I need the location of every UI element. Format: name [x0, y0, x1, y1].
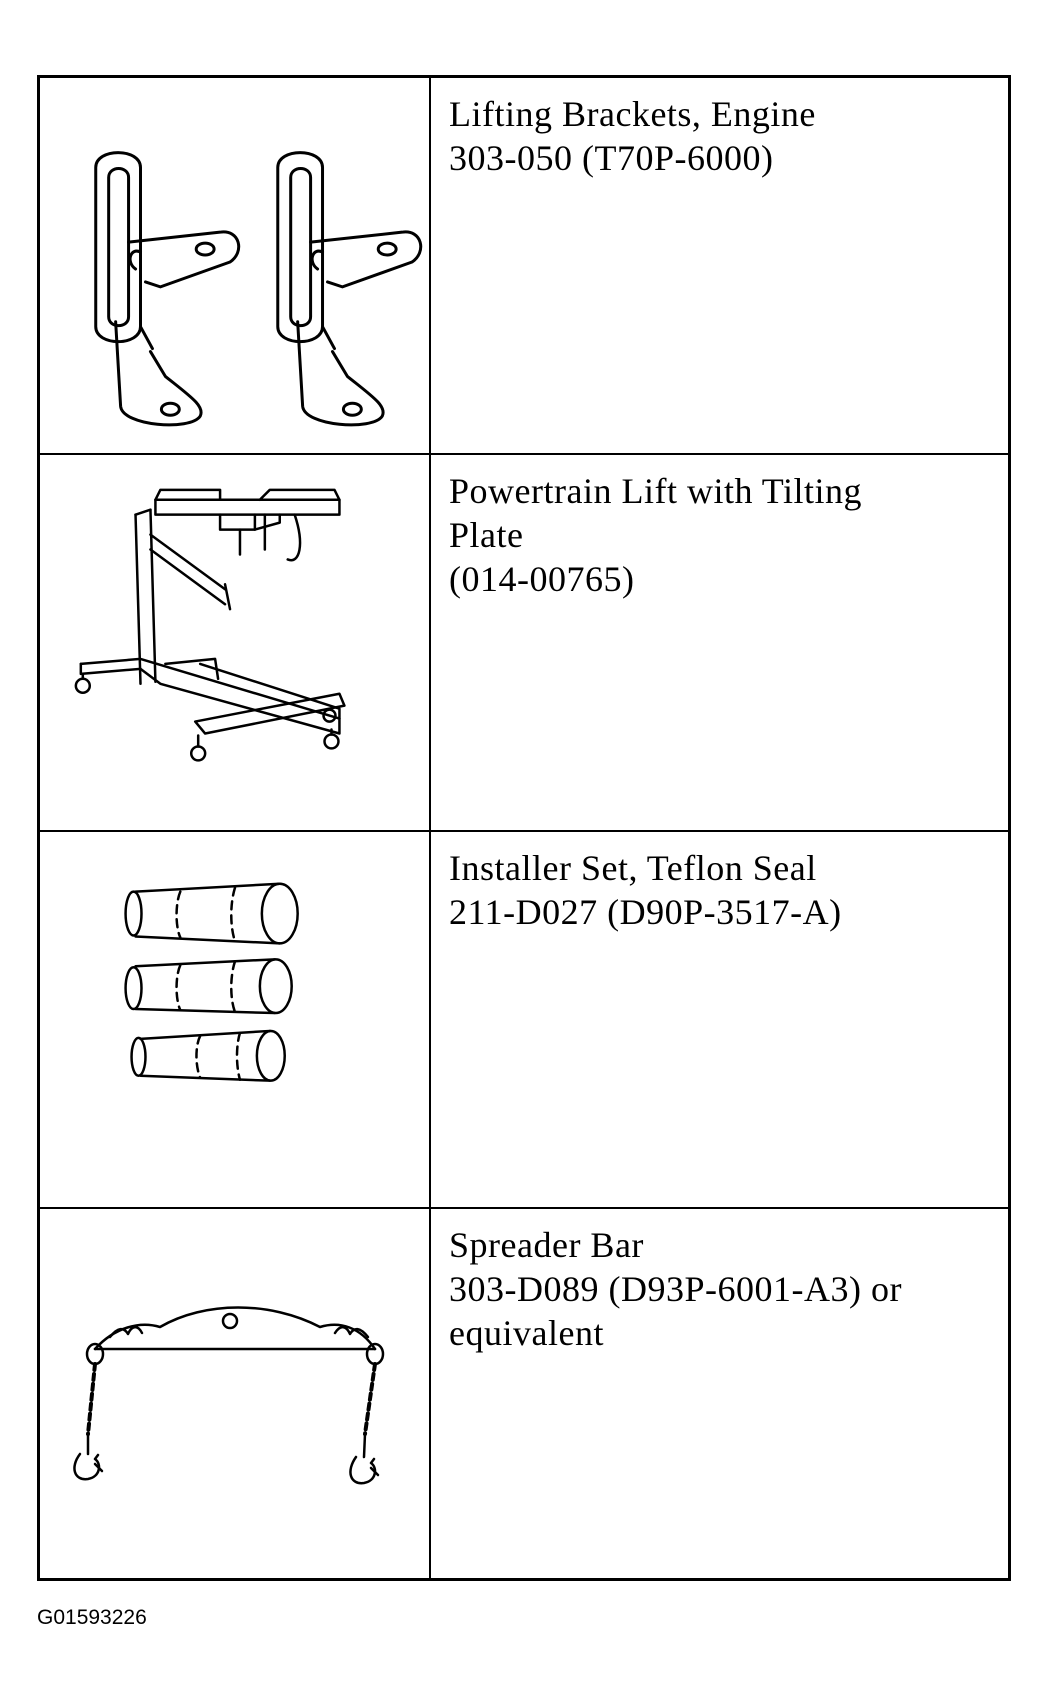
tool-description: Spreader Bar 303-D089 (D93P-6001-A3) or …: [433, 1209, 1008, 1578]
tool-illustration-cell: [40, 78, 431, 453]
powertrain-lift-icon: [40, 455, 429, 830]
tool-row-installer-set: Installer Set, Teflon Seal 211-D027 (D90…: [40, 832, 1008, 1209]
engine-lifting-brackets-icon: [40, 78, 429, 453]
tool-name-continued: Plate: [449, 515, 524, 555]
spreader-bar-icon: [40, 1209, 429, 1578]
special-tools-table: Lifting Brackets, Engine 303-050 (T70P-6…: [37, 75, 1011, 1581]
tool-name: Lifting Brackets, Engine: [449, 94, 816, 134]
teflon-seal-installer-set-icon: [40, 832, 429, 1207]
tool-name: Spreader Bar: [449, 1225, 644, 1265]
tool-row-lifting-brackets: Lifting Brackets, Engine 303-050 (T70P-6…: [40, 78, 1008, 455]
tool-name: Powertrain Lift with Tilting: [449, 471, 863, 511]
figure-id-caption: G01593226: [37, 1606, 147, 1629]
tool-description: Lifting Brackets, Engine 303-050 (T70P-6…: [433, 78, 1008, 453]
tool-row-spreader-bar: Spreader Bar 303-D089 (D93P-6001-A3) or …: [40, 1209, 1008, 1578]
tool-number: 303-D089 (D93P-6001-A3) or: [449, 1269, 902, 1309]
tool-number: 303-050 (T70P-6000): [449, 138, 774, 178]
tool-row-powertrain-lift: Powertrain Lift with Tilting Plate (014-…: [40, 455, 1008, 832]
tool-illustration-cell: [40, 832, 431, 1207]
tool-description: Installer Set, Teflon Seal 211-D027 (D90…: [433, 832, 1008, 1207]
tool-number: 211-D027 (D90P-3517-A): [449, 892, 842, 932]
tool-number: (014-00765): [449, 559, 635, 599]
tool-description: Powertrain Lift with Tilting Plate (014-…: [433, 455, 1008, 830]
tool-illustration-cell: [40, 455, 431, 830]
tool-name: Installer Set, Teflon Seal: [449, 848, 817, 888]
tool-number-continued: equivalent: [449, 1313, 604, 1353]
tool-illustration-cell: [40, 1209, 431, 1578]
